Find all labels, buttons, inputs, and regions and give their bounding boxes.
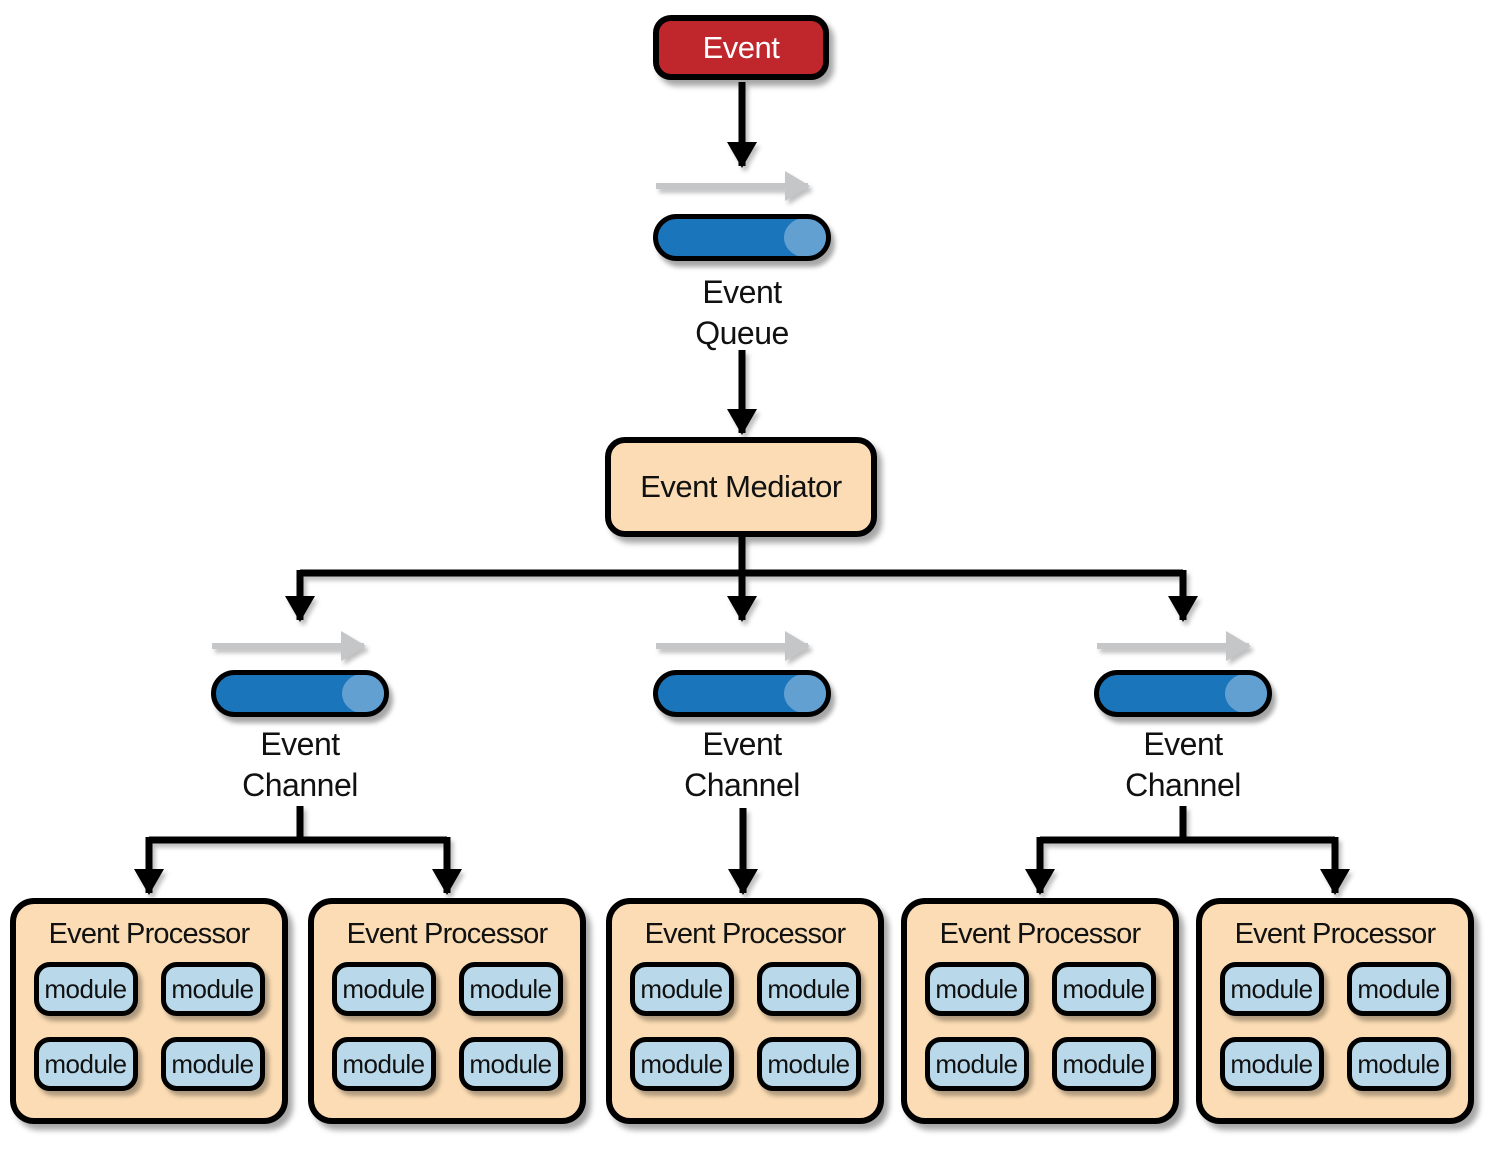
event-channel-label-2: Event Channel [684,726,800,803]
module-grid: module module module module [331,962,563,1091]
cylinder-highlight [784,675,826,712]
module-box: module [1219,1037,1324,1091]
module-box: module [1051,962,1156,1016]
module-grid: module module module module [33,962,265,1091]
cylinder-highlight [342,675,384,712]
event-mediator-label: Event Mediator [640,469,842,504]
module-box: module [1051,1037,1156,1091]
module-box: module [756,1037,861,1091]
module-box: module [458,1037,563,1091]
cylinder-highlight [784,219,826,256]
module-box: module [33,1037,138,1091]
module-box: module [756,962,861,1016]
module-box: module [1346,1037,1451,1091]
event-channel-label-3: Event Channel [1125,726,1241,803]
module-box: module [924,962,1029,1016]
event-processor-1: Event Processor module module module mod… [10,898,288,1124]
event-processor-title: Event Processor [939,918,1142,950]
module-grid: module module module module [1219,962,1451,1091]
module-grid: module module module module [924,962,1156,1091]
cylinder-highlight [1225,675,1267,712]
module-box: module [924,1037,1029,1091]
module-box: module [1219,962,1324,1016]
event-processor-4: Event Processor module module module mod… [901,898,1179,1124]
event-channel-cylinder-2 [653,670,831,717]
module-grid: module module module module [629,962,861,1091]
event-processor-title: Event Processor [346,918,549,950]
module-box: module [331,962,436,1016]
event-processor-3: Event Processor module module module mod… [606,898,884,1124]
module-box: module [1346,962,1451,1016]
event-channel-cylinder-3 [1094,670,1272,717]
event-mediator-box: Event Mediator [605,437,877,537]
event-processor-title: Event Processor [644,918,847,950]
module-box: module [160,1037,265,1091]
event-channel-label-1: Event Channel [242,726,358,803]
module-box: module [33,962,138,1016]
module-box: module [331,1037,436,1091]
module-box: module [629,962,734,1016]
event-box: Event [653,15,829,80]
event-processor-title: Event Processor [1234,918,1437,950]
module-box: module [458,962,563,1016]
event-queue-label: Event Queue [695,274,789,351]
event-processor-title: Event Processor [48,918,251,950]
event-processor-5: Event Processor module module module mod… [1196,898,1474,1124]
event-queue-cylinder [653,214,831,261]
module-box: module [160,962,265,1016]
module-box: module [629,1037,734,1091]
event-channel-cylinder-1 [211,670,389,717]
event-box-label: Event [702,29,780,65]
event-processor-2: Event Processor module module module mod… [308,898,586,1124]
